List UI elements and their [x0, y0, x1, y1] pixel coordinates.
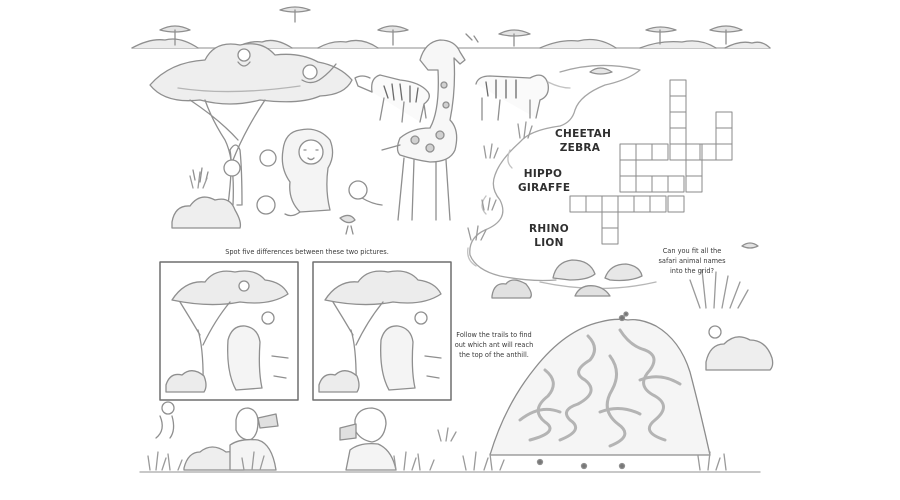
crossword-instruction: Can you fit all the safari animal names … [658, 247, 726, 275]
zebra-icon [354, 74, 549, 123]
maze-instruction: Follow the trails to find out which ant … [454, 331, 534, 359]
hippo-icon [539, 259, 657, 290]
anthill-maze [489, 318, 711, 456]
bush [171, 167, 242, 229]
crossword-word-rhino: RHINO [529, 223, 569, 235]
bird-icon [339, 214, 356, 235]
acacia-tree [149, 43, 353, 206]
crossword-word-cheetah: CHEETAH [555, 128, 612, 140]
distant-tree-icon [159, 6, 743, 47]
monkey-icon [155, 325, 722, 439]
lion-icon [281, 128, 334, 217]
spot-difference-instruction: Spot five differences between these two … [225, 248, 389, 256]
crossword-word-lion: LION [534, 237, 564, 249]
giraffe-icon [381, 33, 479, 221]
spot-difference-picture-left [159, 261, 299, 401]
bird-icon [741, 242, 759, 249]
grass-tuft [189, 121, 749, 442]
rock [491, 279, 611, 299]
foreground-grass [139, 451, 761, 473]
adult-with-binoculars-icon [339, 407, 397, 471]
monkey-icon [237, 48, 337, 84]
crossword-word-hippo: HIPPO [523, 168, 563, 180]
river [467, 64, 641, 282]
ant-icon [536, 311, 629, 470]
lion-cub-icon [223, 149, 383, 215]
bush [183, 336, 774, 471]
crossword-word-giraffe: GIRAFFE [518, 182, 571, 194]
crossword-grid [569, 79, 733, 245]
crossword-word-zebra: ZEBRA [559, 142, 601, 154]
spot-difference-picture-right [312, 261, 452, 401]
child-with-binoculars-icon [229, 407, 279, 471]
